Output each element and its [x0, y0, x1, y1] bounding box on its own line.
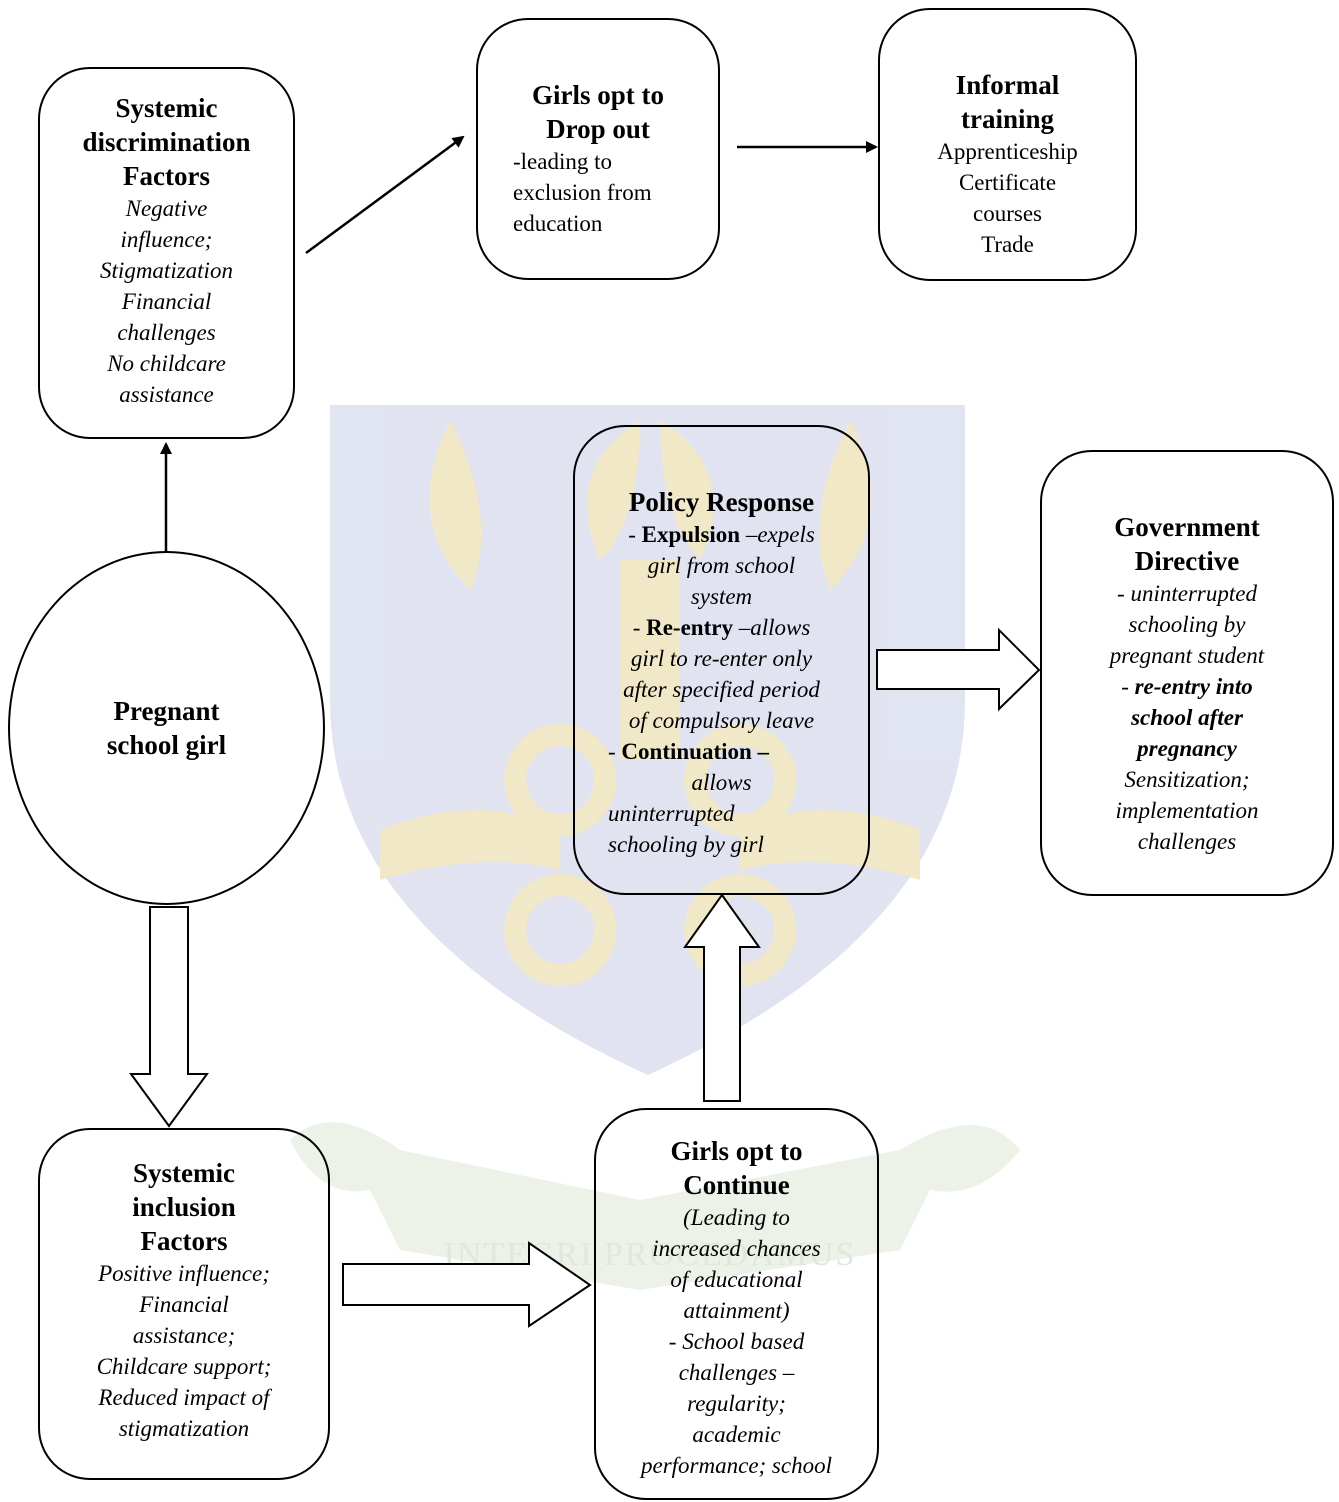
block-arrow-continue-to-policy: [683, 893, 761, 1102]
continue-title: Girls opt to Continue: [670, 1136, 803, 1200]
systemic-inclusion-items: Positive influence; Financial assistance…: [96, 1261, 272, 1441]
pregnant-school-girl-label: Pregnant school girl: [106, 696, 227, 760]
block-arrow-policy-to-government: [876, 627, 1041, 712]
systemic-discrimination-items: Negative influence; Stigmatization Finan…: [100, 196, 233, 407]
block-arrow-inclusion-to-continue: [342, 1241, 592, 1328]
government-directive-reentry: - re-entry into school after pregnancy: [1121, 674, 1253, 761]
policy-reentry: - Re-entry –allows girl to re-enter only…: [623, 615, 820, 733]
drop-out-title: Girls opt to Drop out: [532, 80, 664, 144]
informal-training-title: Informal training: [955, 70, 1060, 134]
systemic-inclusion-box: Systemic inclusion Factors Positive infl…: [38, 1128, 330, 1480]
government-directive-lines-b: Sensitization; implementation challenges: [1115, 767, 1259, 854]
government-directive-lines-a: - uninterrupted schooling by pregnant st…: [1109, 581, 1265, 668]
systemic-discrimination-box: Systemic discrimination Factors Negative…: [38, 67, 295, 439]
crest-ribbon: [290, 1122, 1020, 1290]
policy-expulsion: - Expulsion –expels girl from school sys…: [628, 522, 815, 609]
continue-description: (Leading to increased chances of educati…: [641, 1205, 832, 1478]
government-directive-box: Government Directive - uninterrupted sch…: [1040, 450, 1334, 896]
drop-out-box: Girls opt to Drop out -leading to exclus…: [476, 18, 720, 280]
policy-response-box: Policy Response - Expulsion –expels girl…: [573, 425, 870, 895]
continue-box: Girls opt to Continue (Leading to increa…: [594, 1108, 879, 1500]
informal-training-box: Informal training Apprenticeship Certifi…: [878, 8, 1137, 281]
policy-continuation: - Continuation – allows uninterrupted sc…: [608, 739, 770, 857]
systemic-discrimination-title: Systemic discrimination Factors: [82, 93, 251, 191]
block-arrow-girl-to-inclusion: [129, 906, 209, 1128]
systemic-inclusion-title: Systemic inclusion Factors: [132, 1158, 236, 1256]
government-directive-title: Government Directive: [1114, 512, 1260, 576]
drop-out-description: -leading to exclusion from education: [513, 149, 652, 236]
pregnant-school-girl-node: Pregnant school girl: [8, 551, 325, 905]
arrow-discrimination-to-dropout: [305, 135, 465, 255]
policy-response-title: Policy Response: [628, 487, 815, 517]
informal-training-items: Apprenticeship Certificate courses Trade: [937, 139, 1078, 257]
